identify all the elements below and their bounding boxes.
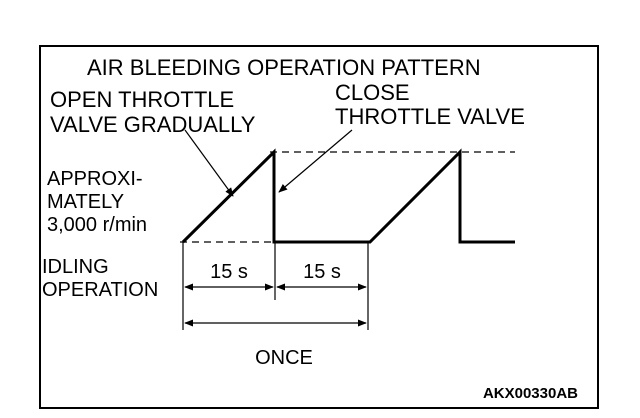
open-throttle-label-line1: OPEN THROTTLE: [50, 87, 234, 112]
open-throttle-leader-arrow: [184, 129, 234, 197]
idling-label-line1: IDLING: [42, 256, 109, 278]
close-throttle-label-line2: THROTTLE VALVE: [335, 104, 525, 129]
figure-code: AKX00330AB: [483, 385, 578, 402]
high-speed-label-line3: 3,000 r/min: [47, 214, 147, 236]
operation-waveform: [181, 148, 515, 244]
cycle-label: ONCE: [255, 347, 313, 369]
high-speed-label-line2: MATELY: [47, 191, 124, 213]
diagram-frame: [39, 45, 599, 409]
idling-label-line2: OPERATION: [42, 279, 158, 301]
second-interval-label: 15 s: [303, 261, 341, 283]
diagram-title: AIR BLEEDING OPERATION PATTERN: [87, 55, 481, 80]
high-speed-label-line1: APPROXI-: [47, 168, 143, 190]
close-throttle-label-line1: CLOSE: [335, 80, 410, 105]
first-interval-label: 15 s: [210, 261, 248, 283]
open-throttle-label-line2: VALVE GRADUALLY: [50, 112, 256, 137]
close-throttle-leader-arrow: [278, 129, 353, 193]
